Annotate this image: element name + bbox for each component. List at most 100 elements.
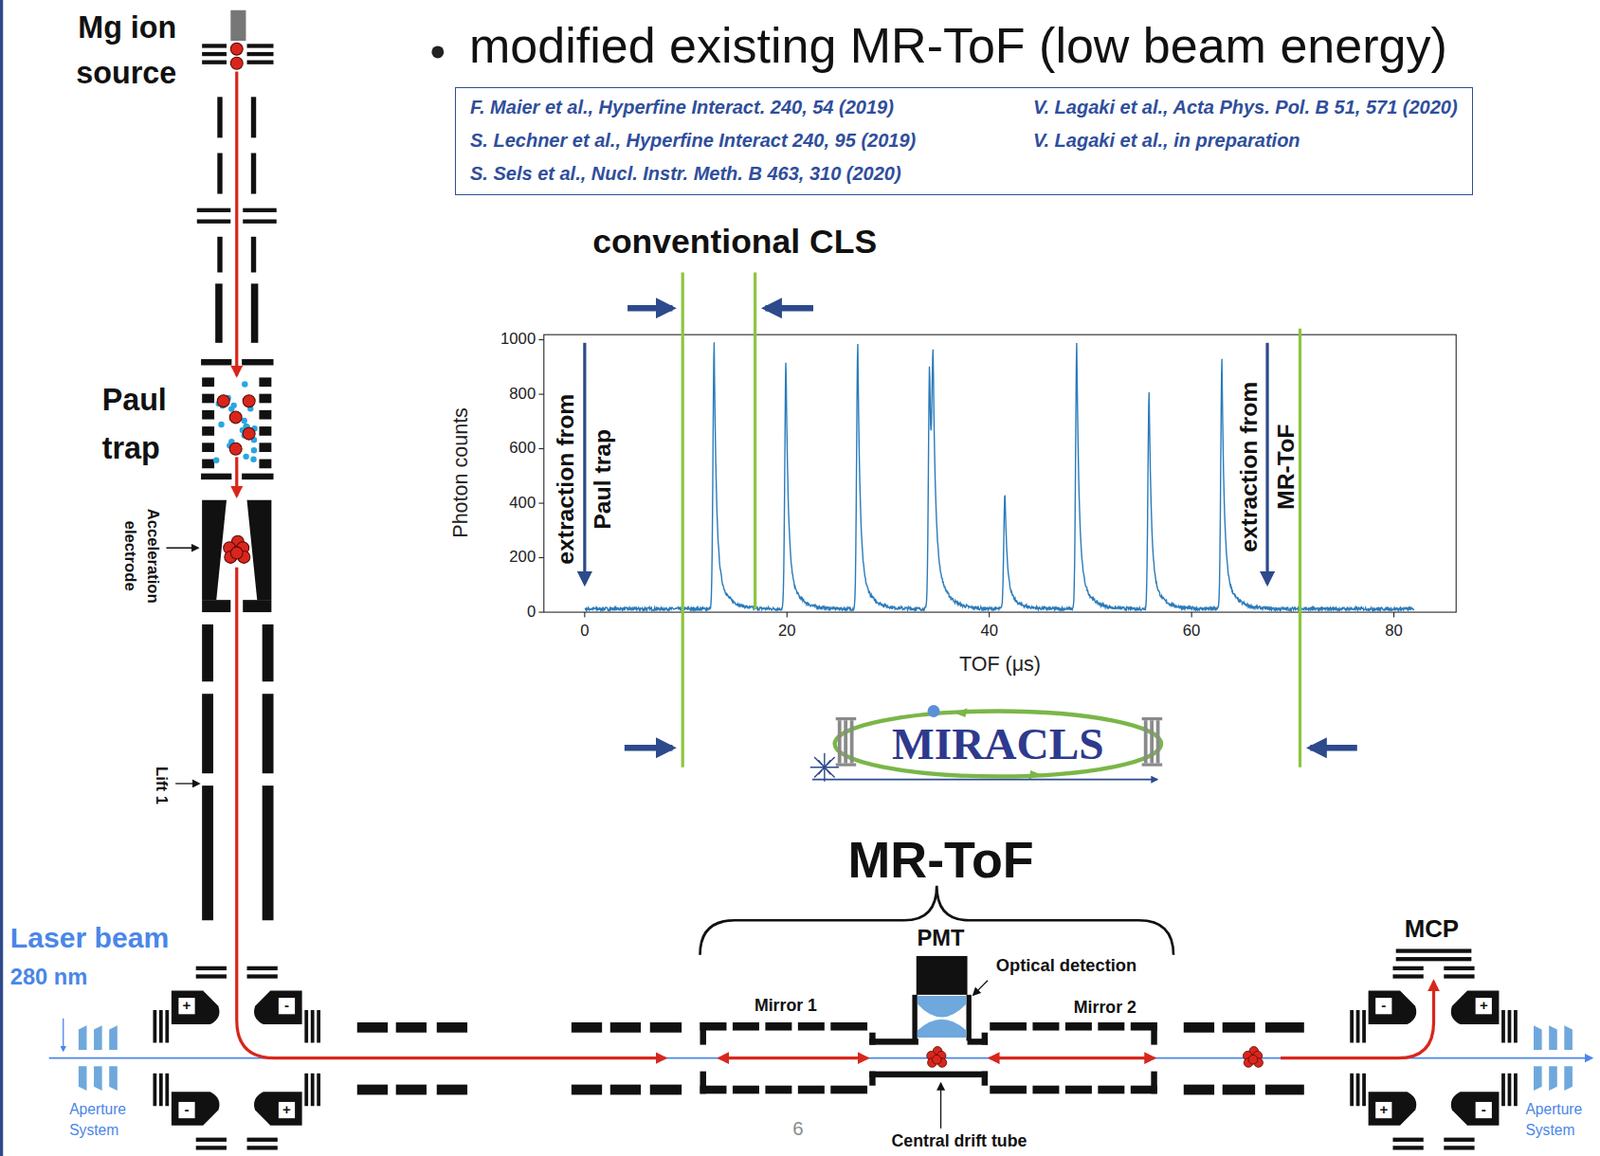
miracls-logo [837,720,842,764]
acceleration-electrode [247,500,273,601]
component-label: Mg ion source [34,5,177,96]
drift-tubes [1183,1022,1215,1034]
miracls-logo [1028,770,1041,781]
buffer-gas-dots [241,381,248,387]
label-holder: Paul trap [102,376,207,473]
drift-tubes [610,1085,641,1096]
axis-title: TOF (μs) [959,653,1041,678]
reference-box: F. Maier et al., Hyperfine Interact. 240… [454,87,1473,196]
miracls-logo [955,708,968,718]
paul-trap-electrodes [258,377,272,387]
tof-spectrum [584,342,1415,611]
axis-ticks [786,612,788,618]
component-label: PMT [917,925,965,952]
lift-electrodes [201,693,214,774]
transfer-electrodes [242,219,277,224]
transfer-electrodes [251,153,256,195]
drift-tubes [357,1085,388,1096]
leader-arrow [973,981,988,996]
miracls-logo [836,717,857,721]
paul-trap-electrodes [201,459,215,470]
label-holder: Mirror 1 [754,996,818,1017]
transfer-electrodes [251,96,256,138]
axis-tick: 800 [509,384,536,404]
miracls-logo [1144,720,1148,764]
axis-tick: 200 [509,547,536,567]
label-holder: MCP [1404,914,1459,945]
component-label: Optical detection [996,955,1137,977]
axis-tick: 40 [980,621,999,641]
miracls-logo [1142,763,1164,766]
polarity-sign: - [183,1101,189,1119]
label-holder: 1000 [500,329,536,349]
section-heading: MR-ToF [847,829,1034,891]
axis-ticks [583,612,585,618]
ion-source [201,60,227,65]
drift-tubes [436,1022,468,1034]
label-holder: Photon counts [449,407,474,539]
aperture-plates [1533,1025,1573,1091]
paul-trap-electrodes [258,394,272,404]
lift-electrodes [201,785,214,921]
polarity-sign: - [1481,1101,1487,1119]
label-holder: extraction from MR-ToF [1230,370,1305,565]
transfer-electrodes [197,208,232,213]
ion-path [235,456,238,496]
buffer-gas-dots [242,454,249,460]
tof-spectrum [584,342,1415,611]
label-holder: 600 [509,438,536,458]
axis-ticks [538,503,544,505]
label-holder: + [182,997,192,1015]
central-drift-tube [981,1072,988,1087]
component-label: Mirror 1 [754,996,818,1017]
acceleration-electrode [201,500,227,601]
miracls-logo [812,779,1158,782]
label-holder: MIRACLS [891,717,1105,772]
label-holder: 20 [778,621,797,641]
aperture-plates [78,1025,118,1091]
gate-lines [753,272,757,610]
gate-arrow [624,745,673,751]
drift-tubes [396,1022,427,1034]
axis-tick: 1000 [500,329,536,349]
curly-brace [700,886,1175,956]
axis-ticks [538,340,1394,619]
drift-tubes [357,1022,388,1034]
buffer-gas-dots [250,455,256,462]
trapped-ions [230,56,243,70]
buffer-gas-dots [213,381,258,464]
miracls-logo [810,705,1163,782]
miracls-logo [835,711,1162,778]
axis-ticks [1191,612,1193,618]
label-holder: Optical detection [996,955,1137,977]
extraction-arrow [584,343,1268,584]
drift-tubes [571,1022,602,1034]
label-holder: 0 [527,602,536,622]
pmt-optics [917,1019,967,1038]
acceleration-electrode [201,600,231,613]
miracls-logo [810,753,839,782]
ion-path [236,567,666,1059]
paul-trap-electrodes [200,473,232,480]
lift-electrodes [262,693,274,774]
panel-heading: conventional CLS [592,221,877,263]
trapped-ions [217,42,255,455]
ion-bunch [1242,1047,1263,1069]
ion-bunch [927,1047,947,1069]
label-holder: 60 [1182,621,1201,641]
label-holder: 6 [792,1117,803,1142]
paul-trap-electrodes [201,377,215,387]
paul-trap-electrodes [201,442,215,453]
ion-source [201,10,273,65]
pmt-optics [965,995,971,1041]
ion-bunch [223,535,251,564]
reference-citation: F. Maier et al., Hyperfine Interact. 240… [470,95,916,119]
slide-title: modified existing MR-ToF (low beam energ… [469,16,1448,75]
ion-path [235,71,238,376]
lift-electrodes [262,624,274,682]
lift-electrodes [201,624,214,682]
drift-tubes [436,1085,468,1096]
trapped-ions [229,442,242,455]
label-holder: 200 [509,547,536,567]
gate-lines [681,272,685,768]
